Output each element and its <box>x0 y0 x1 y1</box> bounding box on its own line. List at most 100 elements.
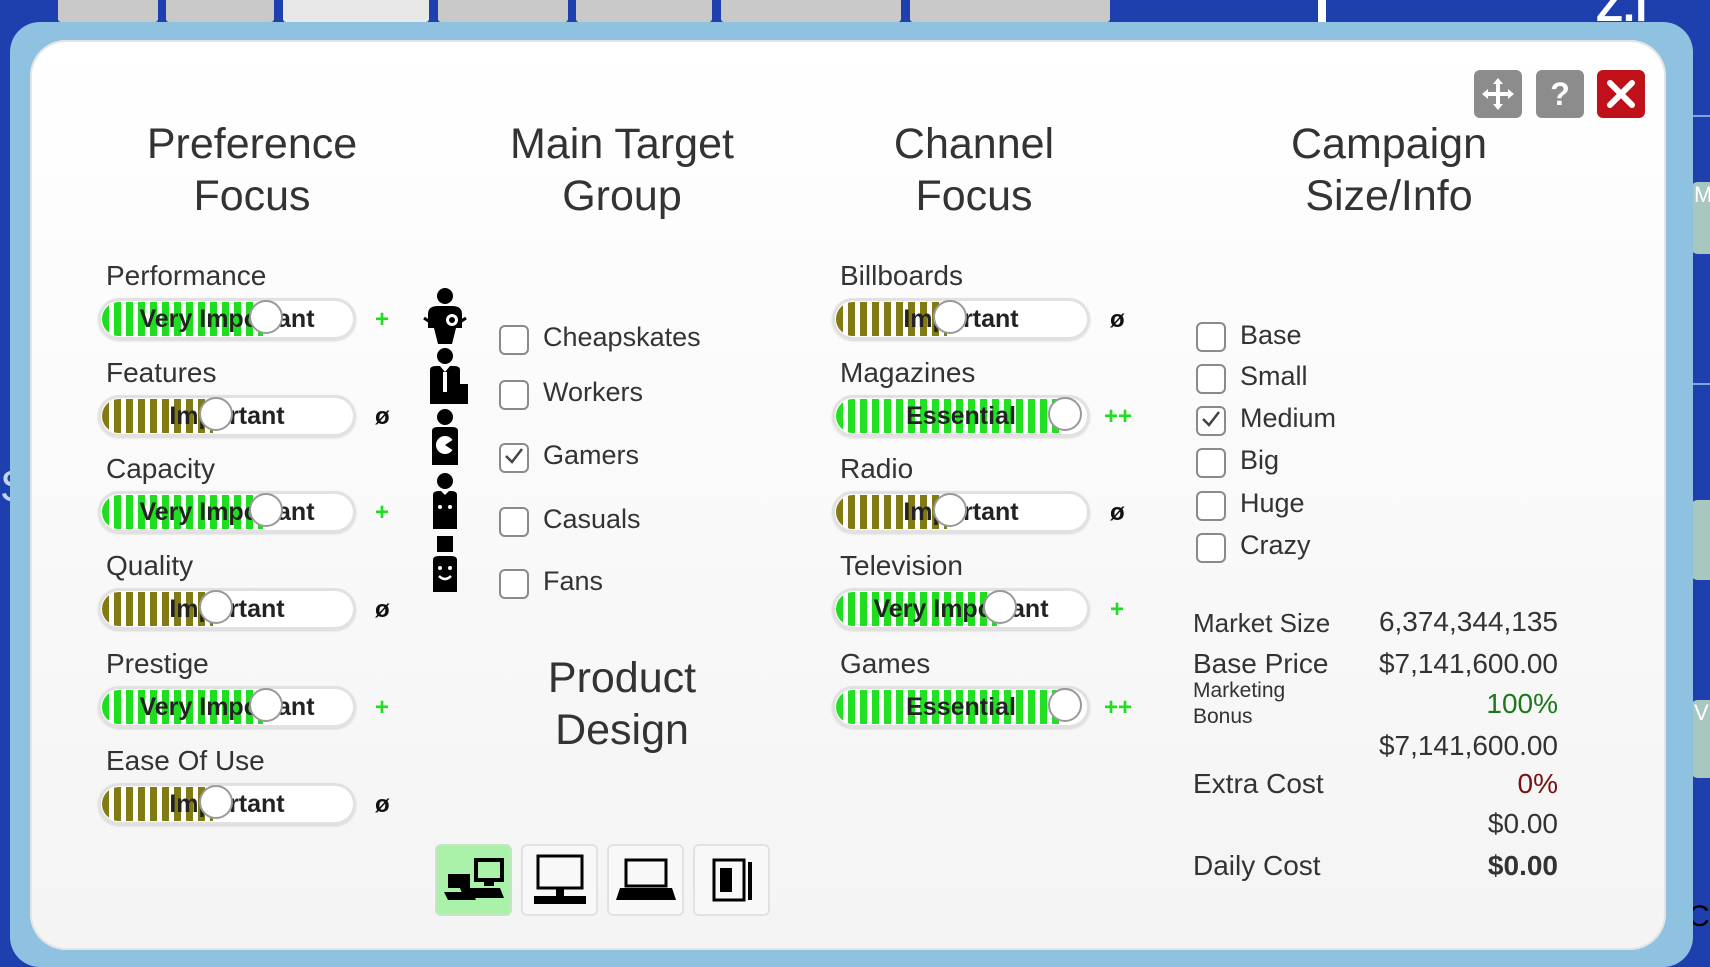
extra-cost-value: $0.00 <box>1487 808 1558 839</box>
channel-slider[interactable]: Essential <box>832 395 1090 437</box>
channel-label: Radio <box>840 453 914 484</box>
channel-label: Magazines <box>840 357 976 388</box>
subtotal-value: $7,141,600.00 <box>1378 730 1558 761</box>
preference-slider[interactable]: Very Important <box>98 491 356 533</box>
target-group-title: Main Target Group <box>510 120 734 220</box>
laptop-icon <box>615 858 676 900</box>
top-tab[interactable] <box>166 0 274 22</box>
slider-value: Very Important <box>139 304 315 333</box>
top-tab[interactable] <box>721 0 901 22</box>
help-button[interactable]: ? <box>1536 70 1584 118</box>
priority-indicator: + <box>375 306 390 333</box>
channel-focus-title: Channel Focus <box>893 120 1055 220</box>
size-base-checkbox[interactable] <box>1196 322 1226 352</box>
size-huge-label: Huge <box>1240 488 1305 518</box>
workers-checkbox[interactable] <box>499 380 529 410</box>
preference-slider[interactable]: Important <box>98 588 356 630</box>
preference-slider[interactable]: Important <box>98 395 356 437</box>
slider-knob[interactable] <box>983 590 1017 624</box>
slider-value: Very Important <box>873 594 1049 623</box>
slider-knob[interactable] <box>1048 688 1082 722</box>
move-icon <box>1482 78 1514 110</box>
slider-knob[interactable] <box>199 785 233 819</box>
top-tab[interactable] <box>438 0 568 22</box>
priority-indicator: ø <box>375 403 390 430</box>
product-design-tablet-button[interactable] <box>693 844 770 916</box>
preference-slider[interactable]: Important <box>98 783 356 825</box>
background-divider <box>1690 383 1710 385</box>
background-panel-edge: M <box>1690 182 1710 254</box>
casuals-checkbox[interactable] <box>499 507 529 537</box>
channel-slider[interactable]: Important <box>832 298 1090 340</box>
gamers-label: Gamers <box>543 440 640 470</box>
slider-knob[interactable] <box>249 688 283 722</box>
channel-slider[interactable]: Essential <box>832 686 1090 728</box>
move-button[interactable] <box>1474 70 1522 118</box>
daily-cost-label: Daily Cost <box>1193 850 1321 881</box>
slider-fill <box>102 495 263 529</box>
slider-knob[interactable] <box>249 493 283 527</box>
top-tab[interactable] <box>576 0 712 22</box>
slider-fill <box>102 592 213 626</box>
slider-fill <box>836 690 1062 724</box>
priority-indicator: ø <box>375 596 390 623</box>
background-divider <box>1690 115 1710 117</box>
extra-cost-percent: 0% <box>1517 768 1558 799</box>
slider-value: Very Important <box>139 497 315 526</box>
product-design-laptop-button[interactable] <box>607 844 684 916</box>
casuals-label: Casuals <box>543 504 641 534</box>
preference-label: Quality <box>106 550 194 581</box>
base-price-value: $7,141,600.00 <box>1378 648 1558 679</box>
all-devices-icon <box>443 858 504 900</box>
size-medium-checkbox[interactable] <box>1196 406 1226 436</box>
slider-knob[interactable] <box>199 590 233 624</box>
product-design-all-button[interactable] <box>435 844 512 916</box>
product-design-desktop-button[interactable] <box>521 844 598 916</box>
top-tab[interactable] <box>58 0 158 22</box>
slider-fill <box>102 787 213 821</box>
channel-slider[interactable]: Important <box>832 491 1090 533</box>
close-button[interactable] <box>1597 70 1645 118</box>
base-price-label: Base Price <box>1193 648 1329 679</box>
slider-knob[interactable] <box>1048 397 1082 431</box>
gamer-person-icon <box>432 409 458 465</box>
priority-indicator: ø <box>1110 499 1125 526</box>
preference-label: Performance <box>106 260 267 291</box>
priority-indicator: + <box>375 694 390 721</box>
slider-knob[interactable] <box>933 300 967 334</box>
casual-person-icon <box>433 473 457 529</box>
product-design-title: Product Design <box>547 654 697 754</box>
preference-slider[interactable]: Very Important <box>98 686 356 728</box>
slider-fill <box>102 302 263 336</box>
size-big-label: Big <box>1240 445 1280 475</box>
worker-person-icon <box>430 348 468 404</box>
slider-value: Essential <box>906 401 1016 430</box>
gamers-checkbox[interactable] <box>499 443 529 473</box>
marketing-bonus-value: 100% <box>1486 688 1558 719</box>
top-tab[interactable] <box>910 0 1110 22</box>
desktop-icon <box>533 854 586 904</box>
slider-knob[interactable] <box>933 493 967 527</box>
background-text: M <box>1694 182 1710 207</box>
dialog-panel: ? Preference Focus Main Target Group Cha… <box>30 40 1666 950</box>
size-huge-checkbox[interactable] <box>1196 491 1226 521</box>
size-small-checkbox[interactable] <box>1196 364 1226 394</box>
cheapskates-label: Cheapskates <box>543 322 701 352</box>
preference-slider[interactable]: Very Important <box>98 298 356 340</box>
size-big-checkbox[interactable] <box>1196 448 1226 478</box>
fans-checkbox[interactable] <box>499 569 529 599</box>
channel-slider[interactable]: Very Important <box>832 588 1090 630</box>
help-icon: ? <box>1550 75 1570 112</box>
preference-focus-title: Preference Focus <box>146 120 358 220</box>
marketing-bonus-label: Marketing Bonus <box>1193 679 1286 728</box>
size-crazy-checkbox[interactable] <box>1196 533 1226 563</box>
preference-label: Capacity <box>106 453 215 484</box>
size-base-label: Base <box>1240 320 1302 350</box>
slider-knob[interactable] <box>249 300 283 334</box>
slider-fill <box>102 399 213 433</box>
top-tab[interactable] <box>283 0 429 22</box>
slider-fill <box>102 690 263 724</box>
slider-knob[interactable] <box>199 397 233 431</box>
priority-indicator: + <box>375 499 390 526</box>
cheapskates-checkbox[interactable] <box>499 325 529 355</box>
